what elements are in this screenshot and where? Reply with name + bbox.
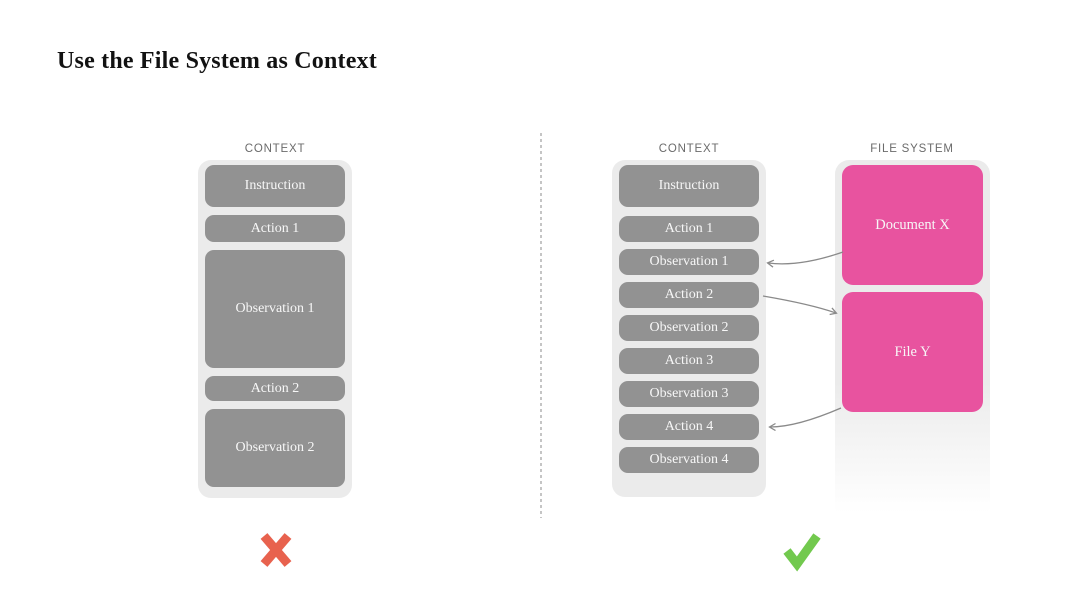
check-icon <box>783 533 821 572</box>
context-box-action-2: Action 2 <box>205 376 345 401</box>
context-box-action-2: Action 2 <box>619 282 759 308</box>
context-box-action-1: Action 1 <box>619 216 759 242</box>
context-box-observation-3: Observation 3 <box>619 381 759 407</box>
right-context-panel: Instruction Action 1 Observation 1 Actio… <box>612 160 766 497</box>
context-box-action-4: Action 4 <box>619 414 759 440</box>
context-box-observation-4: Observation 4 <box>619 447 759 473</box>
cross-icon <box>260 533 292 567</box>
context-box-action-3: Action 3 <box>619 348 759 374</box>
file-box-document-x: Document X <box>842 165 983 285</box>
context-box-instruction: Instruction <box>619 165 759 207</box>
arrow-filey-to-action4 <box>770 407 842 427</box>
left-context-panel: Instruction Action 1 Observation 1 Actio… <box>198 160 352 498</box>
right-context-label: CONTEXT <box>658 143 720 155</box>
file-system-label: FILE SYSTEM <box>870 143 954 155</box>
connector-arrows <box>762 251 844 440</box>
context-box-observation-1: Observation 1 <box>619 249 759 275</box>
context-box-observation-1: Observation 1 <box>205 250 345 368</box>
context-box-action-1: Action 1 <box>205 215 345 242</box>
file-box-file-y: File Y <box>842 292 983 412</box>
arrow-documentx-to-observation1 <box>768 251 844 264</box>
context-box-instruction: Instruction <box>205 165 345 207</box>
page-title: Use the File System as Context <box>57 48 377 74</box>
context-box-observation-2: Observation 2 <box>619 315 759 341</box>
file-system-panel: Document X File Y <box>835 160 990 520</box>
arrow-action2-to-filey <box>762 295 836 313</box>
context-box-observation-2: Observation 2 <box>205 409 345 487</box>
separator-dotted-line <box>540 133 542 518</box>
left-context-label: CONTEXT <box>244 143 306 155</box>
